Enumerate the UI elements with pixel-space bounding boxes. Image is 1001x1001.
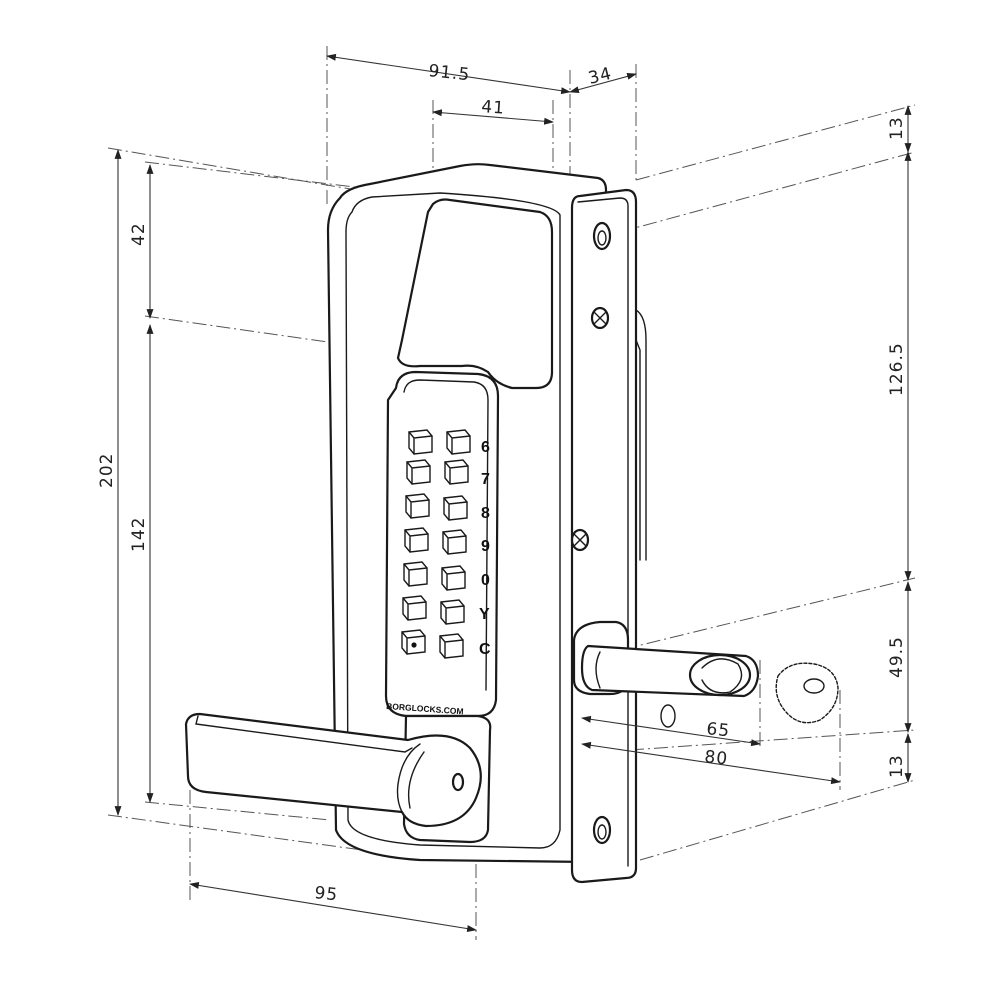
key-label-0: 0 — [481, 572, 490, 589]
keypad-row-7 — [406, 459, 469, 485]
keypad-row-9 — [404, 527, 467, 555]
dim-label-42: 42 — [129, 222, 149, 246]
dim-label-126-5: 126.5 — [887, 342, 907, 396]
plate-hole-bottom — [592, 815, 612, 845]
dim-label-41: 41 — [481, 97, 506, 119]
keypad-row-y — [402, 595, 465, 625]
dim-label-13-top: 13 — [887, 116, 907, 140]
screw-icon — [590, 306, 610, 330]
plate-hole-top — [592, 221, 612, 251]
dim-label-65: 65 — [705, 719, 731, 741]
face-plate — [570, 188, 676, 884]
keypad-row-6 — [408, 429, 471, 455]
dim-label-34: 34 — [586, 64, 614, 89]
key-label-8: 8 — [481, 505, 490, 522]
key-label-y: Y — [479, 606, 490, 623]
dim-label-13-bottom: 13 — [887, 754, 907, 778]
dimension-labels: 91.5 34 41 202 42 142 13 126.5 49.5 13 6… — [97, 61, 907, 905]
dimension-lines — [114, 53, 912, 933]
dim-label-202: 202 — [97, 453, 117, 488]
dim-label-142: 142 — [129, 517, 149, 552]
keypad-row-c — [401, 629, 464, 659]
keypad-row-0 — [403, 561, 466, 591]
screw-icon — [570, 528, 590, 552]
key-label-6: 6 — [481, 439, 490, 456]
dim-label-95: 95 — [313, 883, 339, 905]
key-label-7: 7 — [481, 471, 490, 488]
dim-label-49-5: 49.5 — [887, 636, 907, 678]
lever-handle — [184, 712, 482, 828]
keypad-row-8 — [405, 493, 468, 521]
dim-label-91-5: 91.5 — [427, 61, 471, 85]
key-label-9: 9 — [481, 538, 490, 555]
dim-label-80: 80 — [703, 747, 729, 769]
lock-bolt — [580, 644, 839, 724]
key-label-c: C — [479, 641, 491, 658]
